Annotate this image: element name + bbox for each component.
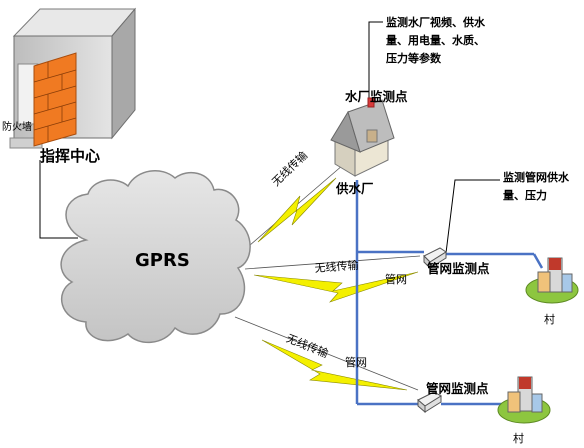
pipe-monitor-device-1	[423, 247, 447, 270]
firewall-icon	[33, 52, 77, 147]
plant-callout-line	[368, 21, 383, 107]
village-icon-1	[525, 257, 579, 304]
pipe-monitor-description: 监测管网供水量、压力	[503, 171, 569, 202]
plant-monitor-point-label: 水厂监测点	[345, 89, 408, 104]
pipe-monitor-device-2	[417, 391, 442, 414]
lightning-icon-2	[253, 271, 419, 303]
connection-lines	[39, 21, 500, 254]
village-label-1: 村	[544, 313, 555, 326]
center-to-gprs-line	[39, 160, 78, 239]
pipe-monitor-point-label-1: 管网监测点	[427, 261, 490, 276]
gprs-cloud	[60, 170, 251, 343]
water-plant-label: 供水厂	[336, 181, 374, 196]
gprs-label: GPRS	[135, 250, 190, 271]
command-center-label: 指挥中心	[40, 147, 101, 165]
lightning-icon-1	[257, 177, 337, 243]
lightning-bolts	[253, 177, 419, 391]
pipe-callout-line	[445, 179, 500, 254]
firewall-label: 防火墙	[2, 122, 32, 133]
command-center-building	[9, 7, 137, 149]
lightning-icon-3	[261, 339, 408, 391]
village-icon-2	[497, 376, 551, 424]
pipe-monitor-point-label-2: 管网监测点	[426, 381, 489, 396]
wireless-label-2: 无线传输	[314, 258, 359, 275]
water-plant-house-icon	[330, 97, 395, 177]
pipe-label-2: 管网	[345, 356, 367, 369]
plant-monitor-description: 监测水厂视频、供水量、用电量、水质、压力等参数	[386, 16, 485, 65]
pipe-label-1: 管网	[385, 273, 407, 286]
village-label-2: 村	[513, 432, 524, 445]
